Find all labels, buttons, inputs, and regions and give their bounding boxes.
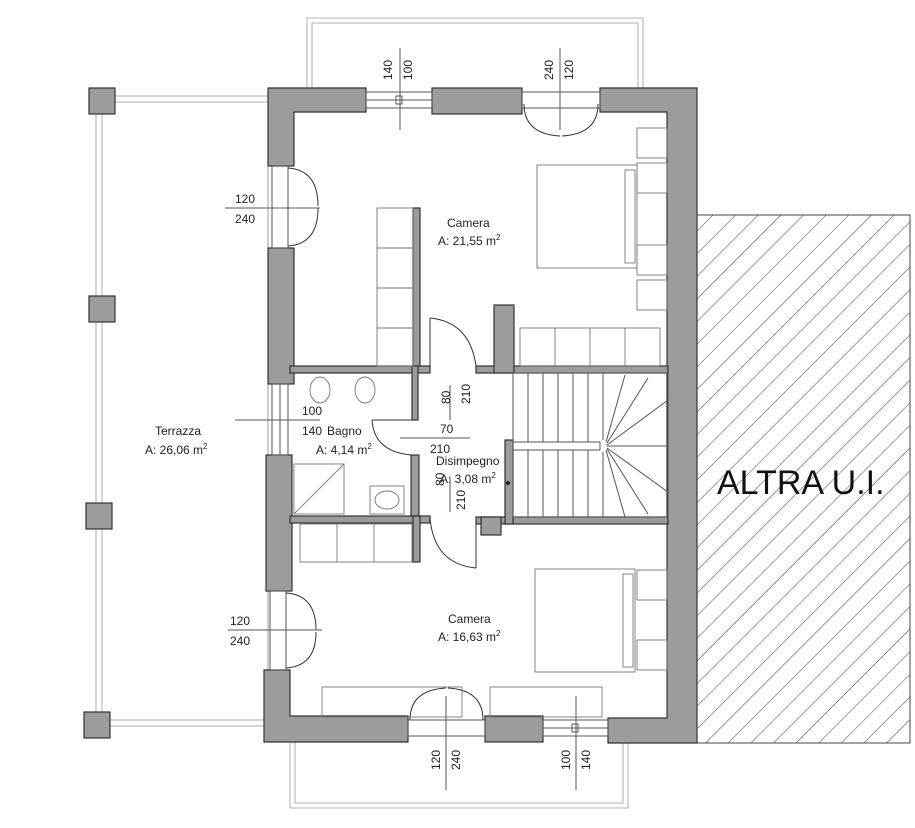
left-top-door-height-label: 240 [235,212,255,226]
disimpegno-door-bottom-width-label: 80 [433,472,447,486]
bed-bottom [534,568,636,673]
room-area: A: 3,08 m2 [440,471,496,486]
bottom-window-height-label: 140 [579,750,593,770]
dimension-lines [225,48,577,790]
room-area: A: 21,55 m2 [438,233,501,248]
room-area: A: 4,14 m2 [316,442,372,457]
bagno-door-height-label: 210 [430,442,450,456]
room-name: Camera [448,612,491,626]
room-label-terrazza: Terrazza A: 26,06 m2 [145,424,208,457]
disimpegno-door-bottom-height-label: 210 [454,490,468,510]
left-window-height-label: 140 [302,424,322,438]
wc [309,376,331,404]
bottom-door-width-label: 120 [429,750,443,770]
balconies [289,17,644,809]
light-point-icon [506,481,510,485]
furniture [293,127,668,718]
bottom-door-height-label: 240 [449,750,463,770]
bottom-window-width-label: 100 [559,750,573,770]
left-bottom-door-height-label: 240 [230,634,250,648]
terrace-column [83,711,111,739]
other-unit-hatch [689,214,911,744]
top-door-width-label: 240 [542,60,556,80]
room-label-camera-bottom: Camera A: 16,63 m2 [438,612,501,644]
top-window-width-label: 140 [381,60,395,80]
wardrobe-top [376,207,414,367]
top-door-height-label: 120 [562,60,576,80]
terrace-column [85,502,113,530]
left-bottom-door-width-label: 120 [230,614,250,628]
left-top-door-width-label: 120 [235,192,255,206]
left-window-width-label: 100 [302,404,322,418]
bidet [354,376,376,404]
staircase [512,372,669,518]
disimpegno-door-top-width-label: 80 [439,390,453,404]
room-label-bagno: Bagno A: 4,14 m2 [316,424,372,457]
terrace-column [88,87,116,115]
terrace [83,87,269,739]
room-name: Terrazza [155,424,201,438]
room-area: A: 26,06 m2 [145,442,208,457]
disimpegno-door-top-height-label: 210 [459,384,473,404]
shower [293,463,345,515]
bed-top [536,164,638,269]
top-window-height-label: 100 [401,60,415,80]
terrace-column [88,295,116,323]
sink [369,485,405,515]
other-unit-label: ALTRA U.I. [717,464,885,502]
room-label-camera-top: Camera A: 21,55 m2 [438,216,501,248]
room-name: Camera [447,216,490,230]
room-label-disimpegno: Disimpegno A: 3,08 m2 [436,454,510,486]
walls [263,87,698,744]
bagno-door-width-label: 70 [440,422,454,436]
room-name: Bagno [327,424,362,438]
room-name: Disimpegno [436,454,500,468]
room-area: A: 16,63 m2 [438,629,501,644]
